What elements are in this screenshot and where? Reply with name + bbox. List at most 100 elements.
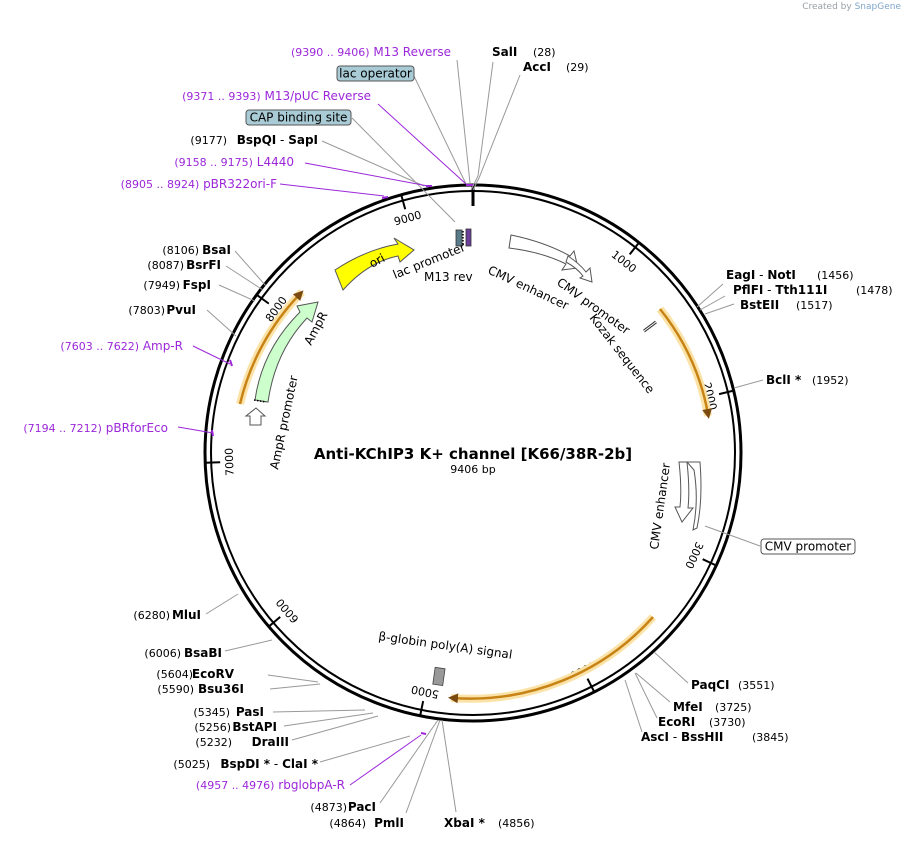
enzyme-position-fspi: (7949)	[143, 279, 180, 292]
enzyme-name: PasI	[236, 705, 264, 719]
enzyme-name: NotI	[767, 268, 796, 282]
ori-arrow[interactable]	[334, 237, 415, 291]
box-cap-binding-site[interactable]	[245, 109, 352, 126]
enzyme-position-acci: (29)	[566, 61, 589, 74]
beta-globin-label: β-globin poly(A) signal	[378, 629, 514, 662]
enzyme-name: PaqCI	[691, 678, 729, 692]
enzyme-label-bspqi-sapi[interactable]: BspQI - SapI	[237, 133, 318, 147]
enzyme-label-sali[interactable]: SalI	[492, 45, 517, 59]
primer-range: (9390 .. 9406)	[291, 46, 370, 59]
plasmid-name: Anti-KChIP3 K+ channel [K66/38R-2b]	[314, 445, 632, 463]
ampr-promoter-arrow[interactable]	[244, 407, 267, 426]
orf-right[interactable]	[659, 308, 713, 419]
primer-label-m13-reverse[interactable]: (9390 .. 9406) M13 Reverse	[291, 45, 451, 59]
cmv-enhancer-2-tail	[685, 461, 702, 531]
primer-name: M13 Reverse	[373, 45, 451, 59]
enzyme-name: BsrFI	[186, 258, 221, 272]
enzyme-name: BssHII	[681, 730, 723, 744]
enzyme-label-fspi[interactable]: FspI	[183, 278, 211, 292]
orf-bottom[interactable]	[448, 616, 654, 704]
enzyme-name: BspDI *	[220, 757, 270, 771]
primer-label-amp-r[interactable]: (7603 .. 7622) Amp-R	[60, 339, 183, 353]
tick-mark-8000	[256, 293, 270, 305]
cmv-enhancer-arrow[interactable]	[508, 234, 579, 271]
box-label-cap-binding-site: CAP binding site	[250, 111, 348, 125]
enzyme-label-bsu36i[interactable]: Bsu36I	[198, 682, 244, 696]
enzyme-label-pflfi-tth111i[interactable]: PflFI - Tth111I	[733, 283, 827, 297]
primer-name: pBRforEco	[106, 421, 168, 435]
enzyme-label-ecorv[interactable]: EcoRV	[192, 667, 235, 681]
enzyme-position-mfei: (3725)	[715, 701, 752, 714]
enzyme-label-eagi-noti[interactable]: EagI - NotI	[726, 268, 796, 282]
enzyme-name: BstAPI	[232, 720, 277, 734]
enzyme-label-bstapi[interactable]: BstAPI	[232, 720, 277, 734]
m13-rev-box[interactable]	[465, 228, 472, 247]
primer-label-m13-puc-reverse[interactable]: (9371 .. 9393) M13/pUC Reverse	[182, 89, 371, 103]
enzyme-label-draiii[interactable]: DraIII	[252, 735, 289, 749]
enzyme-label-pvui[interactable]: PvuI	[166, 303, 196, 317]
lac-promoter-box[interactable]	[455, 229, 463, 247]
ampr-dotted-mark	[253, 399, 267, 403]
plasmid-length: 9406 bp	[450, 463, 495, 476]
enzyme-label-bsabi[interactable]: BsaBI	[184, 646, 222, 660]
enzyme-label-bsai[interactable]: BsaI	[202, 243, 231, 257]
enzyme-name: ClaI *	[282, 757, 319, 771]
enzyme-position-bsabi: (6006)	[144, 647, 181, 660]
enzyme-label-ecori[interactable]: EcoRI	[658, 715, 695, 729]
enzyme-name: EagI	[726, 268, 755, 282]
enzyme-name: BsaBI	[184, 646, 222, 660]
enzyme-position-asci-bsshii: (3845)	[752, 731, 789, 744]
primer-range: (9371 .. 9393)	[182, 90, 261, 103]
enzyme-position-xbai: (4856)	[498, 817, 535, 830]
primer-name: Amp-R	[143, 339, 183, 353]
beta-globin-box[interactable]	[432, 666, 446, 687]
enzyme-separator: -	[270, 757, 282, 771]
enzyme-name: AscI	[641, 730, 669, 744]
primer-name: rbglobpA-R	[278, 778, 345, 792]
enzyme-separator: -	[669, 730, 681, 744]
enzyme-position-bstapi: (5256)	[194, 721, 231, 734]
enzyme-position-sali: (28)	[533, 46, 556, 59]
enzyme-position-eagi-noti: (1456)	[817, 269, 854, 282]
box-cmv-promoter-box[interactable]	[760, 538, 856, 555]
tick-label-5000: 5000	[410, 683, 440, 701]
primer-label-l4440[interactable]: (9158 .. 9175) L4440	[174, 155, 294, 169]
enzyme-label-bsrfi[interactable]: BsrFI	[186, 258, 221, 272]
enzyme-label-mfei[interactable]: MfeI	[673, 700, 703, 714]
enzyme-label-bcli[interactable]: BclI *	[766, 373, 802, 387]
tick-label-7000: 7000	[223, 448, 237, 476]
enzyme-position-paqci: (3551)	[738, 679, 775, 692]
enzyme-name: DraIII	[252, 735, 289, 749]
enzyme-label-acci[interactable]: AccI	[523, 60, 551, 74]
primer-label-pbr322ori-f[interactable]: (8905 .. 8924) pBR322ori-F	[121, 177, 277, 191]
cmv-promoter-arrow[interactable]	[565, 255, 593, 283]
enzyme-position-bsu36i: (5590)	[157, 683, 194, 696]
enzyme-label-bspdi-clai[interactable]: BspDI * - ClaI *	[220, 757, 318, 771]
m13-rev-label: M13 rev	[424, 270, 473, 284]
enzyme-name: MfeI	[673, 700, 703, 714]
enzyme-name: Bsu36I	[198, 682, 244, 696]
enzyme-position-mlui: (6280)	[133, 609, 170, 622]
enzyme-position-pasi: (5345)	[193, 706, 230, 719]
enzyme-label-pasi[interactable]: PasI	[236, 705, 264, 719]
enzyme-position-pvui: (7803)	[128, 304, 165, 317]
enzyme-label-paqci[interactable]: PaqCI	[691, 678, 729, 692]
enzyme-label-paci[interactable]: PacI	[348, 800, 376, 814]
enzyme-label-bsteii[interactable]: BstEII	[740, 298, 779, 312]
primer-label-rbglobpa-r[interactable]: (4957 .. 4976) rbglobpA-R	[196, 778, 345, 792]
snapgene-credit: Created by SnapGene	[802, 2, 901, 12]
tick-label-1000: 1000	[609, 248, 639, 276]
ampr-arrow[interactable]	[254, 301, 319, 403]
enzyme-label-mlui[interactable]: MluI	[172, 608, 201, 622]
enzyme-position-bspdi-clai: (5025)	[173, 758, 210, 771]
enzyme-label-pmlii[interactable]: PmlI	[374, 816, 404, 830]
tick-label-3000: 3000	[682, 540, 706, 571]
box-lac-operator[interactable]	[336, 65, 415, 82]
orf-left[interactable]	[238, 290, 304, 405]
primer-label-pbrforeco[interactable]: (7194 .. 7212) pBRforEco	[23, 421, 168, 435]
enzyme-position-bcli: (1952)	[812, 374, 849, 387]
enzyme-label-xbai[interactable]: XbaI *	[444, 816, 486, 830]
enzyme-position-ecorv: (5604)	[156, 668, 193, 681]
enzyme-label-asci-bsshii[interactable]: AscI - BssHII	[641, 730, 723, 744]
cmv-enhancer-2-arrow[interactable]	[674, 461, 695, 523]
